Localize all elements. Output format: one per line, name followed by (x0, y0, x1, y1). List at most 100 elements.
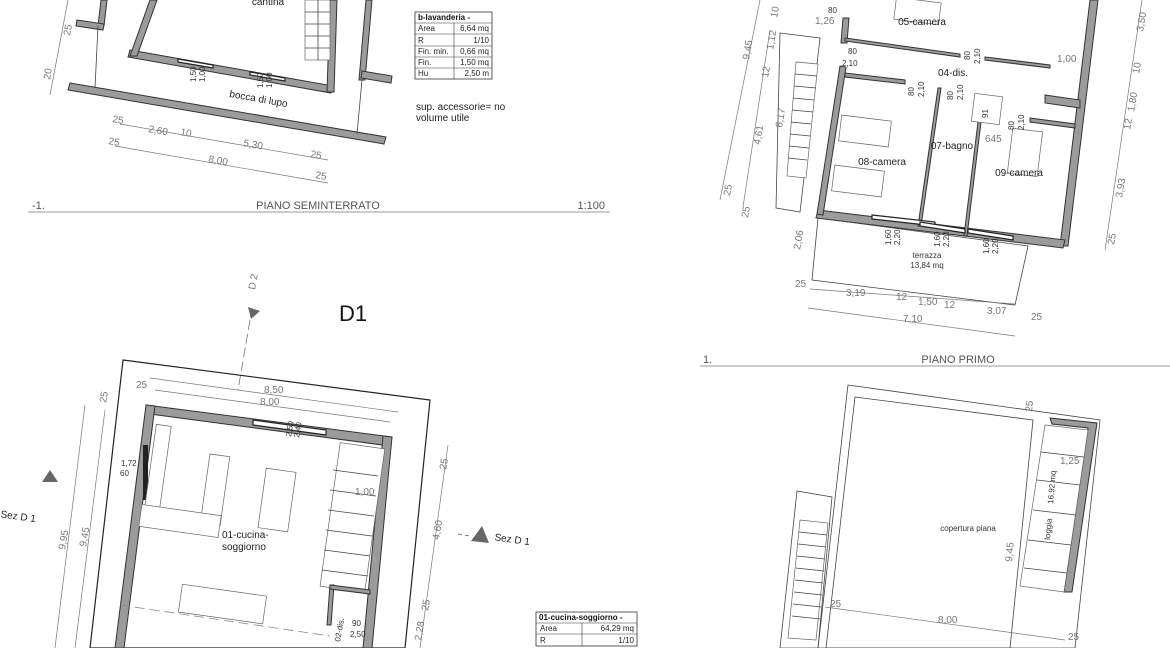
dim-text: 1,26 (815, 16, 835, 27)
dim-text: 4,60 (431, 519, 445, 541)
window-width: 1,50 (256, 72, 265, 88)
table-value: 2,50 m (465, 69, 490, 78)
dim-text: 9,45 (78, 526, 92, 548)
loggia (1019, 424, 1089, 593)
dim-text: 25 (1068, 632, 1080, 643)
beds (831, 0, 1043, 198)
dim-text: 80 (946, 91, 955, 100)
wall (917, 87, 942, 227)
dim-text: 9,45 (1004, 541, 1017, 562)
house-bottom-wall (127, 49, 334, 94)
dim-text: 3,19 (846, 288, 866, 299)
dim-text: 2,20 (991, 238, 1000, 254)
dim-text: 12 (760, 65, 773, 78)
table-value: 1/10 (473, 36, 489, 45)
dim-text: 645 (985, 134, 1002, 145)
dim-text: 4,61 (752, 124, 766, 146)
floor-title: PIANO PRIMO (921, 354, 995, 366)
dim-text: 8,00 (260, 397, 280, 408)
dim-text: 1,72 (121, 459, 137, 468)
table-value: 64,29 mq (601, 624, 634, 633)
dim-text: 25 (314, 170, 327, 183)
dim-text: 25 (420, 598, 433, 611)
dimension-lines: 25 8,50 8,00 2,50 2,40 1,72 60 1,00 25 4… (54, 377, 451, 648)
dimension-lines: 25 3,19 12 1,50 12 3,07 25 7,10 9,45 1,1… (719, 0, 1149, 337)
dim-text: 12 (896, 292, 908, 303)
dim-text: 60 (120, 469, 129, 478)
dim-text: 6,17 (774, 107, 788, 129)
table-key: Hu (418, 69, 428, 78)
table-key: R (540, 636, 546, 645)
room-label: 02-dis. (333, 617, 346, 642)
room-label: 08-camera (858, 157, 906, 168)
note-line: sup. accessorie= no (416, 102, 506, 113)
plan-primo: 05-camera 04-dis. 08-camera 07-bagno 09-… (700, 0, 1170, 367)
roof-label: copertura piana (940, 524, 996, 533)
wall-right (362, 435, 393, 648)
dim-text: 25 (740, 205, 753, 218)
window-width: 1,50 (189, 66, 198, 82)
dim-text: 20 (42, 67, 55, 80)
wall (1029, 117, 1076, 129)
dim-text: 7,10 (903, 314, 923, 325)
wall (840, 17, 850, 44)
dim-text: 1,12 (765, 29, 779, 51)
dim-text: 10 (179, 127, 192, 140)
section-arrow-icon (471, 526, 489, 543)
table-value: 6,64 mq (460, 24, 489, 33)
dim-text: 25 (1106, 232, 1119, 245)
dim-text: 25 (1024, 400, 1036, 412)
dim-text: 8,00 (207, 154, 229, 168)
wall (844, 72, 906, 85)
section-label-left: Sez D 1 (0, 509, 37, 525)
dim-text: 8,00 (938, 615, 958, 626)
table-value: 1/10 (618, 636, 634, 645)
table-key: Fin. (418, 58, 431, 67)
terrace-label: terrazza (913, 251, 942, 260)
shower (971, 93, 1003, 125)
dim-text: 10 (769, 5, 782, 18)
floor-title: PIANO SEMINTERRATO (256, 200, 380, 212)
table-key: Fin. min. (418, 47, 449, 56)
dim-text: 2,10 (842, 59, 858, 68)
dim-text: 5,30 (242, 138, 264, 152)
wall (844, 37, 961, 58)
plot-boundary (89, 359, 431, 648)
table-value: 1,50 mq (460, 58, 489, 67)
dim-text: 25 (136, 380, 148, 391)
dim-text: 25 (1031, 312, 1043, 323)
dim-text: 2,60 (147, 124, 169, 138)
stair (779, 490, 833, 648)
plan-copertura: copertura piana loggia 16,92 mq 1,25 25 … (779, 384, 1101, 648)
window-height: 1,00 (265, 72, 274, 88)
dim-text: 25 (830, 599, 842, 610)
dim-text: 25 (795, 279, 807, 290)
dim-text: 25 (62, 23, 75, 36)
table-header: 01-cucina-soggiorno - (539, 613, 623, 622)
outer-left-wall (97, 0, 108, 27)
dim-text: 25 (107, 136, 120, 149)
section-label-right: Sez D 1 (494, 532, 531, 548)
dim-text: 1,00 (355, 487, 375, 498)
dim-text: 3,50 (1135, 11, 1149, 33)
dim-text: 80 (963, 51, 972, 60)
loggia-label: loggia (1043, 518, 1054, 541)
table-key: Area (418, 24, 435, 33)
dim-text: 25 (722, 183, 735, 196)
dim-text: 8,50 (264, 385, 284, 396)
room-label: 07-bagno (931, 141, 974, 152)
dim-text: 12 (1122, 117, 1135, 130)
dim-text: 2,50 (350, 630, 366, 639)
dim-text: 25 (111, 114, 124, 127)
dim-text: 2,40 (292, 421, 304, 438)
dim-text: 2,20 (893, 229, 902, 245)
dim-text: 9,45 (741, 39, 755, 61)
plan-title: D1 (339, 301, 367, 326)
room-label: 01-cucina- (222, 530, 269, 541)
wall (984, 56, 1051, 69)
dim-text: 80 (1007, 121, 1016, 130)
window (177, 58, 214, 69)
